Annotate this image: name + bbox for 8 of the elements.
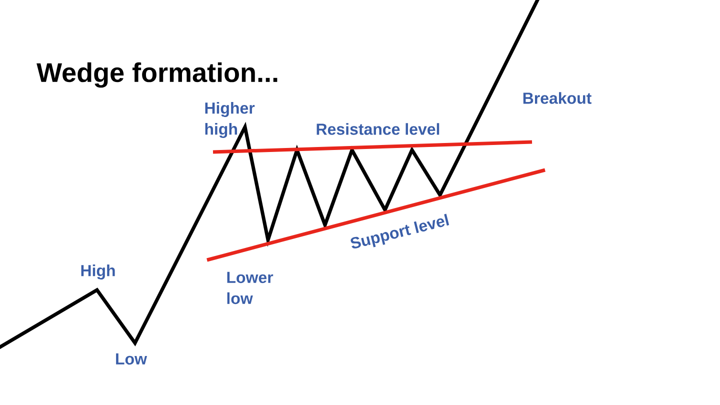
chart-label: Low: [116, 353, 148, 365]
chart-label: Breakout: [523, 92, 592, 104]
chart-label: Lower low: [227, 272, 274, 304]
chart-label: Higher high: [205, 102, 255, 138]
chart-label: Support level: [350, 214, 450, 248]
chart-label: Resistance level: [316, 123, 440, 135]
title: Wedge formation...: [36, 62, 278, 88]
chart-label: High: [81, 264, 115, 280]
